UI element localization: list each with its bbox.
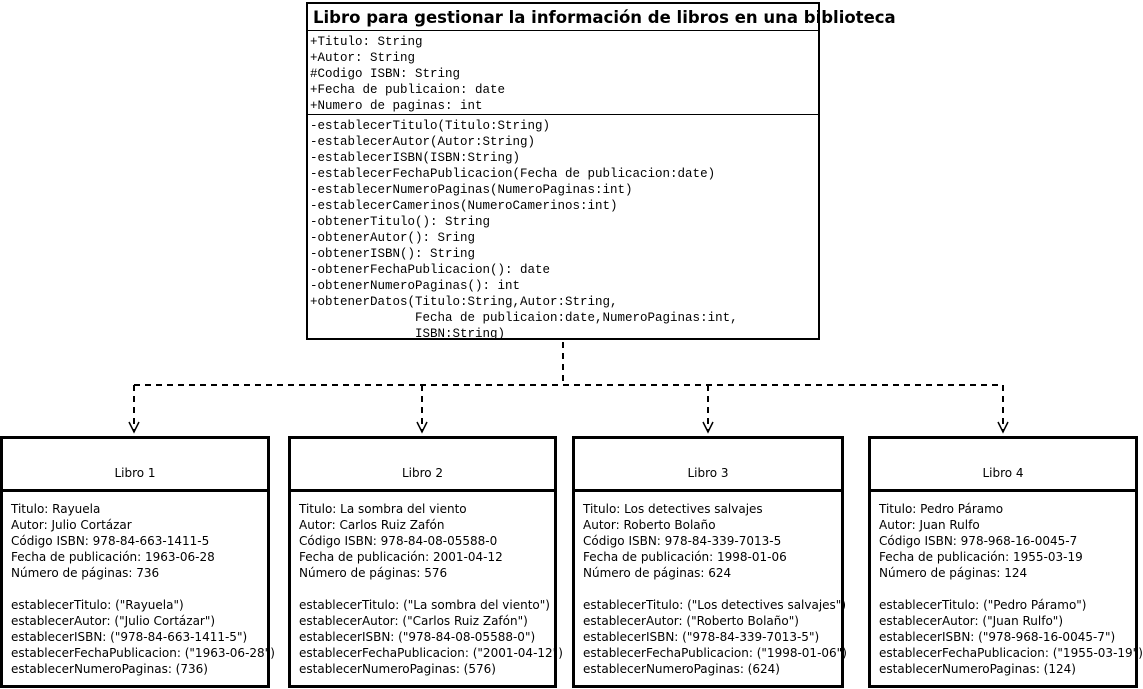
call-line: establecerTitulo: ("La sombra del viento…: [299, 598, 550, 612]
arrowhead-4: [997, 421, 1009, 434]
object-body: Titulo: Rayuela Autor: Julio Cortázar Có…: [3, 492, 275, 677]
attribute-titulo: +Titulo: String: [310, 35, 423, 49]
call-line: establecerAutor: ("Juan Rulfo"): [879, 614, 1064, 628]
call-line: establecerNumeroPaginas: (576): [299, 662, 496, 676]
object-title: Libro 2: [291, 439, 554, 492]
field-line: Número de páginas: 736: [11, 566, 160, 580]
operation-line: +obtenerDatos(Titulo:String,Autor:String…: [310, 295, 618, 309]
call-line: establecerISBN: ("978-84-339-7013-5"): [583, 630, 820, 644]
field-line: Autor: Julio Cortázar: [11, 518, 132, 532]
operation-line: -obtenerAutor(): Sring: [310, 231, 476, 245]
call-line: establecerTitulo: ("Los detectives salva…: [583, 598, 847, 612]
attribute-codigo-isbn: #Codigo ISBN: String: [310, 67, 461, 81]
arrowhead-2: [416, 421, 428, 434]
object-title: Libro 1: [3, 439, 267, 492]
object-box-libro-2: Libro 2 Titulo: La sombra del viento Aut…: [288, 436, 563, 688]
operation-line: Fecha de publicaion:date,NumeroPaginas:i…: [310, 311, 738, 325]
field-line: Código ISBN: 978-84-339-7013-5: [583, 534, 782, 548]
field-line: Titulo: Los detectives salvajes: [583, 502, 763, 516]
operation-line: ISBN:String): [310, 327, 506, 341]
call-line: establecerFechaPublicacion: ("1963-06-28…: [11, 646, 275, 660]
operation-line: -establecerNumeroPaginas(NumeroPaginas:i…: [310, 183, 633, 197]
operation-line: -obtenerNumeroPaginas(): int: [310, 279, 521, 293]
operation-line: -obtenerISBN(): String: [310, 247, 476, 261]
field-line: Fecha de publicación: 1963-06-28: [11, 550, 215, 564]
call-line: establecerISBN: ("978-968-16-0045-7"): [879, 630, 1116, 644]
field-line: Número de páginas: 624: [583, 566, 732, 580]
object-box-libro-1: Libro 1 Titulo: Rayuela Autor: Julio Cor…: [0, 436, 275, 688]
field-line: Número de páginas: 124: [879, 566, 1028, 580]
call-line: establecerISBN: ("978-84-663-1411-5"): [11, 630, 248, 644]
arrowhead-3: [702, 421, 714, 434]
spacer: [583, 581, 841, 597]
field-line: Titulo: Pedro Páramo: [879, 502, 1004, 516]
attribute-numero-paginas: +Numero de paginas: int: [310, 99, 483, 113]
object-body: Titulo: Pedro Páramo Autor: Juan Rulfo C…: [871, 492, 1143, 677]
call-line: establecerNumeroPaginas: (124): [879, 662, 1076, 676]
operation-line: -establecerISBN(ISBN:String): [310, 151, 521, 165]
class-attributes: +Titulo: String +Autor: String #Codigo I…: [308, 31, 818, 115]
object-title: Libro 4: [871, 439, 1135, 492]
attribute-fecha-publicacion: +Fecha de publicaion: date: [310, 83, 506, 97]
field-line: Titulo: La sombra del viento: [299, 502, 467, 516]
call-line: establecerAutor: ("Roberto Bolaño"): [583, 614, 799, 628]
field-line: Autor: Roberto Bolaño: [583, 518, 716, 532]
object-box-libro-3: Libro 3 Titulo: Los detectives salvajes …: [572, 436, 847, 688]
spacer: [879, 581, 1135, 597]
class-box-libro: Libro para gestionar la información de l…: [306, 2, 896, 342]
field-line: Autor: Juan Rulfo: [879, 518, 980, 532]
object-title: Libro 3: [575, 439, 841, 492]
attribute-autor: +Autor: String: [310, 51, 416, 65]
arrowhead-1: [128, 421, 140, 434]
call-line: establecerFechaPublicacion: ("2001-04-12…: [299, 646, 563, 660]
field-line: Número de páginas: 576: [299, 566, 448, 580]
call-line: establecerFechaPublicacion: ("1998-01-06…: [583, 646, 847, 660]
field-line: Fecha de publicación: 1955-03-19: [879, 550, 1083, 564]
operation-line: -establecerAutor(Autor:String): [310, 135, 536, 149]
spacer: [11, 581, 267, 597]
object-body: Titulo: Los detectives salvajes Autor: R…: [575, 492, 847, 677]
field-line: Fecha de publicación: 2001-04-12: [299, 550, 503, 564]
class-title: Libro para gestionar la información de l…: [308, 4, 896, 31]
object-box-libro-4: Libro 4 Titulo: Pedro Páramo Autor: Juan…: [868, 436, 1143, 688]
operation-line: -establecerFechaPublicacion(Fecha de pub…: [310, 167, 716, 181]
field-line: Código ISBN: 978-84-663-1411-5: [11, 534, 210, 548]
operation-line: -obtenerFechaPublicacion(): date: [310, 263, 551, 277]
operation-line: -establecerTitulo(Titulo:String): [310, 119, 551, 133]
field-line: Titulo: Rayuela: [11, 502, 101, 516]
call-line: establecerFechaPublicacion: ("1955-03-19…: [879, 646, 1143, 660]
class-operations: -establecerTitulo(Titulo:String) -establ…: [308, 115, 818, 342]
call-line: establecerNumeroPaginas: (624): [583, 662, 780, 676]
spacer: [299, 581, 554, 597]
field-line: Código ISBN: 978-84-08-05588-0: [299, 534, 498, 548]
call-line: establecerTitulo: ("Pedro Páramo"): [879, 598, 1087, 612]
call-line: establecerISBN: ("978-84-08-05588-0"): [299, 630, 536, 644]
operation-line: -establecerCamerinos(NumeroCamerinos:int…: [310, 199, 618, 213]
call-line: establecerAutor: ("Julio Cortázar"): [11, 614, 216, 628]
call-line: establecerTitulo: ("Rayuela"): [11, 598, 184, 612]
field-line: Fecha de publicación: 1998-01-06: [583, 550, 787, 564]
operation-line: -obtenerTitulo(): String: [310, 215, 491, 229]
call-line: establecerNumeroPaginas: (736): [11, 662, 208, 676]
field-line: Código ISBN: 978-968-16-0045-7: [879, 534, 1078, 548]
field-line: Autor: Carlos Ruiz Zafón: [299, 518, 445, 532]
object-body: Titulo: La sombra del viento Autor: Carl…: [291, 492, 563, 677]
call-line: establecerAutor: ("Carlos Ruiz Zafón"): [299, 614, 528, 628]
